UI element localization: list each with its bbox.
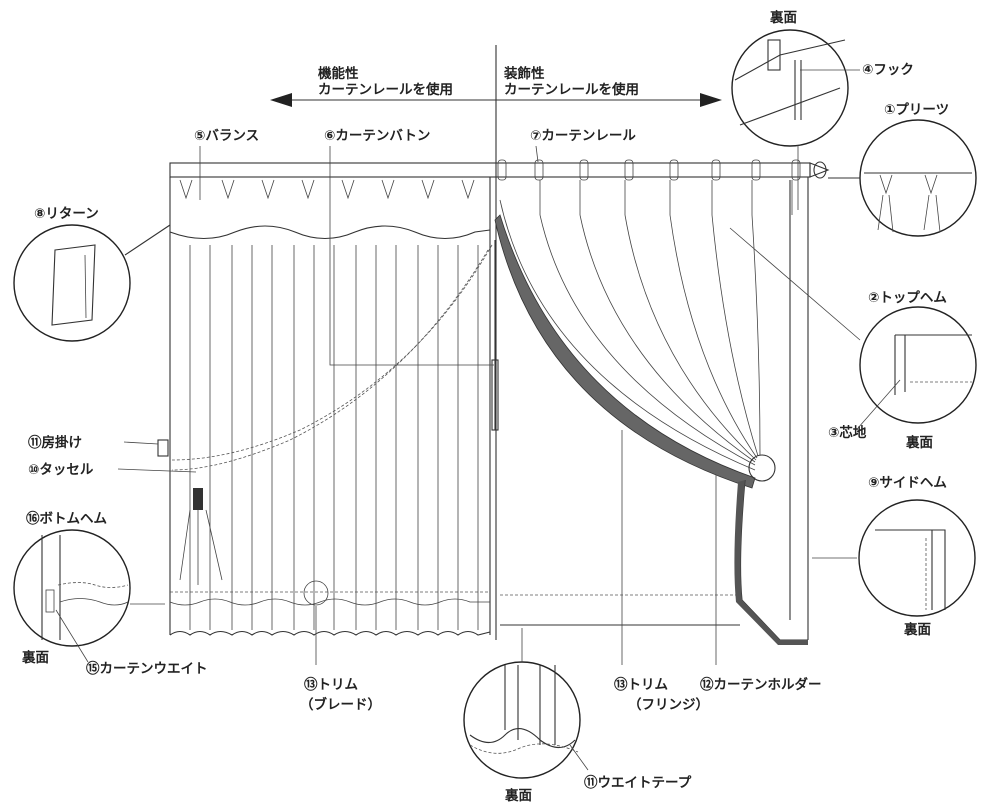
label-trim-braid-1: ⑬トリム [304, 676, 358, 693]
label-rail: ⑦カーテンレール [530, 128, 636, 144]
label-back-weight: 裏面 [504, 787, 533, 804]
detail-side-hem [812, 499, 976, 617]
detail-top-hem [729, 227, 977, 424]
label-valance: ⑤バランス [194, 128, 259, 144]
label-tieback-hook: ⑪房掛け [28, 434, 82, 451]
label-weight: ⑮カーテンウエイト [86, 660, 208, 677]
label-tassel: ⑩タッセル [28, 462, 94, 478]
label-core: ③芯地 [828, 424, 867, 441]
label-back-bottom: 裏面 [21, 649, 49, 666]
label-top-hem: ②トップヘム [868, 290, 947, 306]
label-baton: ⑥カーテンバトン [324, 128, 430, 144]
label-side-hem: ⑨サイドヘム [868, 475, 947, 491]
label-back-sidehem: 裏面 [903, 621, 932, 638]
header-arrows [270, 45, 722, 640]
detail-return [13, 224, 171, 342]
label-hook: ④フック [862, 62, 914, 78]
detail-hook [731, 29, 849, 210]
label-trim-braid-2: （ブレード） [300, 696, 381, 713]
detail-pleats [828, 119, 977, 237]
header-right-line1: 装飾性 [503, 65, 545, 82]
detail-bottom-hem [13, 529, 165, 647]
label-trim-fringe-2: （フリンジ） [628, 697, 709, 713]
header-right-line2: カーテンレールを使用 [504, 81, 639, 98]
label-return: ⑧リターン [34, 206, 99, 222]
label-weight-tape: ⑪ウエイトテープ [584, 774, 692, 791]
label-bottom-hem: ⑯ボトムヘム [26, 510, 107, 527]
label-back-tophem: 裏面 [905, 434, 934, 451]
detail-weight-tape [463, 628, 589, 779]
header-left-line1: 機能性 [318, 65, 359, 82]
left-curtain-panel [157, 177, 499, 636]
curtain-rail [169, 159, 830, 181]
label-holder: ⑫カーテンホルダー [700, 676, 822, 693]
label-pleats: ①プリーツ [884, 102, 949, 118]
arrow-right-icon [700, 93, 722, 107]
label-trim-fringe-1: ⑬トリム [614, 676, 668, 693]
arrow-left-icon [270, 93, 292, 107]
header-left-line2: カーテンレールを使用 [318, 81, 453, 98]
right-curtain-panel [494, 177, 809, 645]
label-back-top: 裏面 [769, 9, 798, 26]
